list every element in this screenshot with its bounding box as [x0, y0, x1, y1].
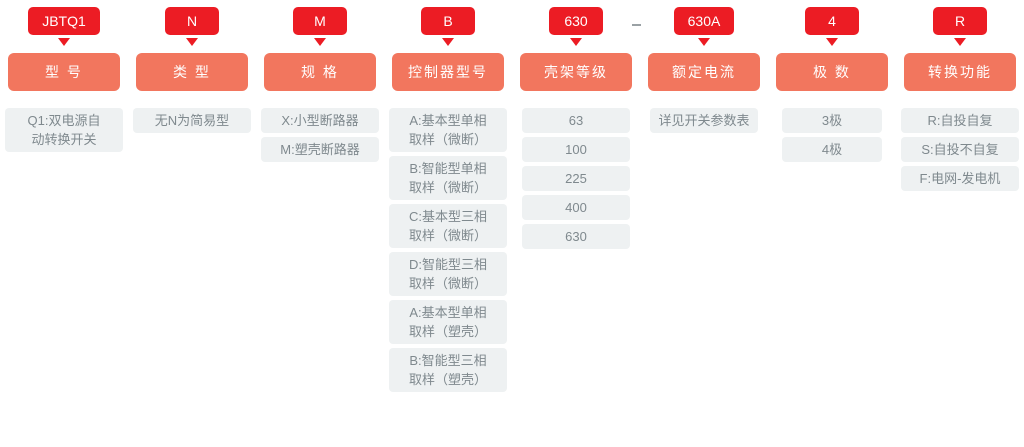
- option-chip: 100: [522, 137, 630, 162]
- arrow-slot: [570, 34, 582, 50]
- option-chip: A:基本型单相 取样（塑壳）: [389, 300, 507, 344]
- header-slot: 转换功能: [896, 50, 1024, 94]
- down-arrow-icon: [58, 38, 70, 46]
- category-header-poles: 极 数: [776, 53, 888, 91]
- option-list-model: Q1:双电源自 动转换开关: [0, 108, 128, 152]
- category-header-frame: 壳架等级: [520, 53, 632, 91]
- option-chip: M:塑壳断路器: [261, 137, 379, 162]
- arrow-slot: [698, 34, 710, 50]
- option-chip: R:自投自复: [901, 108, 1019, 133]
- option-chip: D:智能型三相 取样（微断）: [389, 252, 507, 296]
- designation-column-spec: M 规 格 X:小型断路器 M:塑壳断路器: [256, 0, 384, 162]
- designation-column-transfer-function: R 转换功能 R:自投自复 S:自投不自复 F:电网-发电机: [896, 0, 1024, 191]
- category-header-model: 型 号: [8, 53, 120, 91]
- header-slot: 规 格: [256, 50, 384, 94]
- option-chip: Q1:双电源自 动转换开关: [5, 108, 123, 152]
- arrow-slot: [826, 34, 838, 50]
- arrow-slot: [954, 34, 966, 50]
- option-chip: F:电网-发电机: [901, 166, 1019, 191]
- arrow-slot: [314, 34, 326, 50]
- option-chip: 630: [522, 224, 630, 249]
- code-badge-rated-current: 630A: [673, 7, 735, 35]
- category-header-type: 类 型: [136, 53, 248, 91]
- option-chip: 400: [522, 195, 630, 220]
- arrow-slot: [186, 34, 198, 50]
- down-arrow-icon: [698, 38, 710, 46]
- code-badge-model: JBTQ1: [28, 7, 100, 35]
- option-chip: 4极: [782, 137, 882, 162]
- code-badge-type: N: [165, 7, 219, 35]
- header-slot: 控制器型号: [384, 50, 512, 94]
- down-arrow-icon: [186, 38, 198, 46]
- option-chip: 无N为简易型: [133, 108, 251, 133]
- option-chip: 详见开关参数表: [650, 108, 758, 133]
- arrow-slot: [58, 34, 70, 50]
- badge-slot: JBTQ1: [28, 0, 100, 35]
- category-header-rated-current: 额定电流: [648, 53, 760, 91]
- header-slot: 额定电流: [640, 50, 768, 94]
- option-list-frame: 63 100 225 400 630: [512, 108, 640, 249]
- designation-column-type: N 类 型 无N为简易型: [128, 0, 256, 133]
- down-arrow-icon: [826, 38, 838, 46]
- option-list-poles: 3极 4极: [768, 108, 896, 162]
- category-header-controller: 控制器型号: [392, 53, 504, 91]
- option-list-controller: A:基本型单相 取样（微断） B:智能型单相 取样（微断） C:基本型三相 取样…: [384, 108, 512, 392]
- code-badge-frame: 630: [549, 7, 603, 35]
- badge-slot: R: [933, 0, 987, 35]
- down-arrow-icon: [570, 38, 582, 46]
- option-chip: 225: [522, 166, 630, 191]
- designation-column-poles: 4 极 数 3极 4极: [768, 0, 896, 162]
- down-arrow-icon: [314, 38, 326, 46]
- designation-column-rated-current: 630A 额定电流 详见开关参数表: [640, 0, 768, 133]
- header-slot: 类 型: [128, 50, 256, 94]
- designation-column-frame: 630 壳架等级 63 100 225 400 630: [512, 0, 640, 249]
- option-list-rated-current: 详见开关参数表: [640, 108, 768, 133]
- header-slot: 型 号: [0, 50, 128, 94]
- arrow-slot: [442, 34, 454, 50]
- badge-slot: 4: [805, 0, 859, 35]
- option-chip: A:基本型单相 取样（微断）: [389, 108, 507, 152]
- badge-slot: 630: [549, 0, 603, 35]
- header-slot: 壳架等级: [512, 50, 640, 94]
- option-list-spec: X:小型断路器 M:塑壳断路器: [256, 108, 384, 162]
- badge-slot: 630A: [673, 0, 735, 35]
- option-chip: 63: [522, 108, 630, 133]
- down-arrow-icon: [442, 38, 454, 46]
- code-badge-poles: 4: [805, 7, 859, 35]
- option-chip: C:基本型三相 取样（微断）: [389, 204, 507, 248]
- option-chip: X:小型断路器: [261, 108, 379, 133]
- designation-column-model: JBTQ1 型 号 Q1:双电源自 动转换开关: [0, 0, 128, 152]
- category-header-transfer-function: 转换功能: [904, 53, 1016, 91]
- code-badge-spec: M: [293, 7, 347, 35]
- option-chip: B:智能型单相 取样（微断）: [389, 156, 507, 200]
- option-chip: S:自投不自复: [901, 137, 1019, 162]
- header-slot: 极 数: [768, 50, 896, 94]
- option-chip: 3极: [782, 108, 882, 133]
- option-list-transfer-function: R:自投自复 S:自投不自复 F:电网-发电机: [896, 108, 1024, 191]
- option-list-type: 无N为简易型: [128, 108, 256, 133]
- code-badge-transfer-function: R: [933, 7, 987, 35]
- category-header-spec: 规 格: [264, 53, 376, 91]
- badge-slot: M: [293, 0, 347, 35]
- badge-slot: N: [165, 0, 219, 35]
- down-arrow-icon: [954, 38, 966, 46]
- designation-column-controller: B 控制器型号 A:基本型单相 取样（微断） B:智能型单相 取样（微断） C:…: [384, 0, 512, 392]
- badge-slot: B: [421, 0, 475, 35]
- code-separator-dash: [632, 24, 641, 26]
- code-badge-controller: B: [421, 7, 475, 35]
- option-chip: B:智能型三相 取样（塑壳）: [389, 348, 507, 392]
